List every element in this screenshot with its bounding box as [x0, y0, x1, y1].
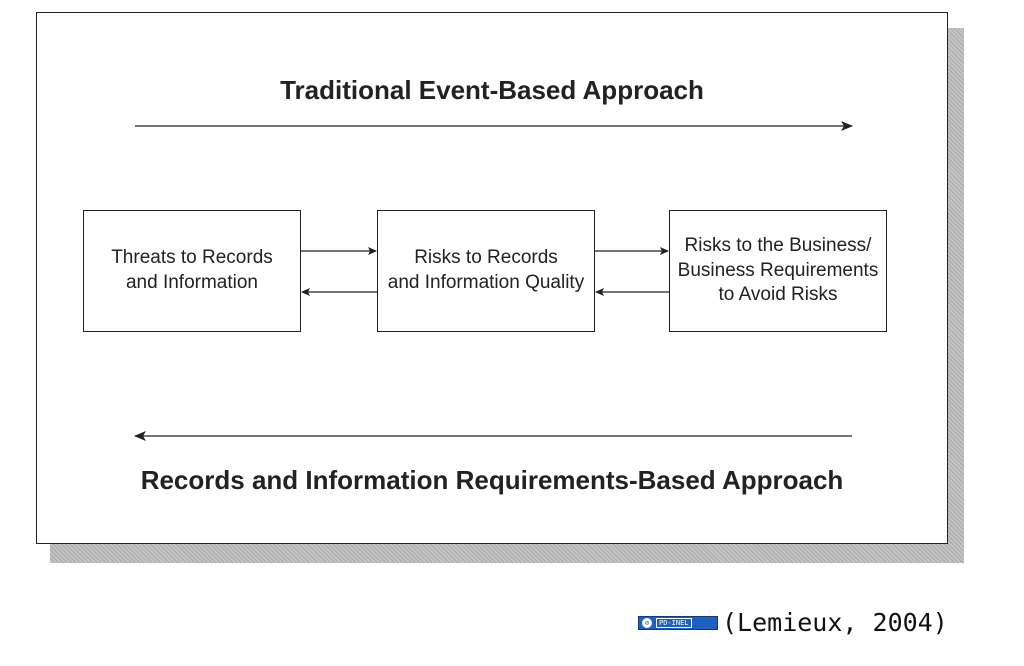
license-icon: ⊘: [642, 617, 652, 628]
citation-text: (Lemieux, 2004): [722, 608, 948, 637]
diagram-title-top: Traditional Event-Based Approach: [280, 75, 704, 105]
license-badge: ⊘ PD-INEL: [638, 615, 718, 630]
license-badge-label: PD-INEL: [656, 617, 692, 628]
node-threats: Threats to Records and Information: [83, 210, 301, 332]
node-risks-records: Risks to Records and Information Quality: [377, 210, 595, 332]
citation: ⊘ PD-INEL (Lemieux, 2004): [638, 608, 948, 637]
diagram-title-bottom: Records and Information Requirements-Bas…: [140, 465, 844, 495]
node-risks-business: Risks to the Business/ Business Requirem…: [669, 210, 887, 332]
